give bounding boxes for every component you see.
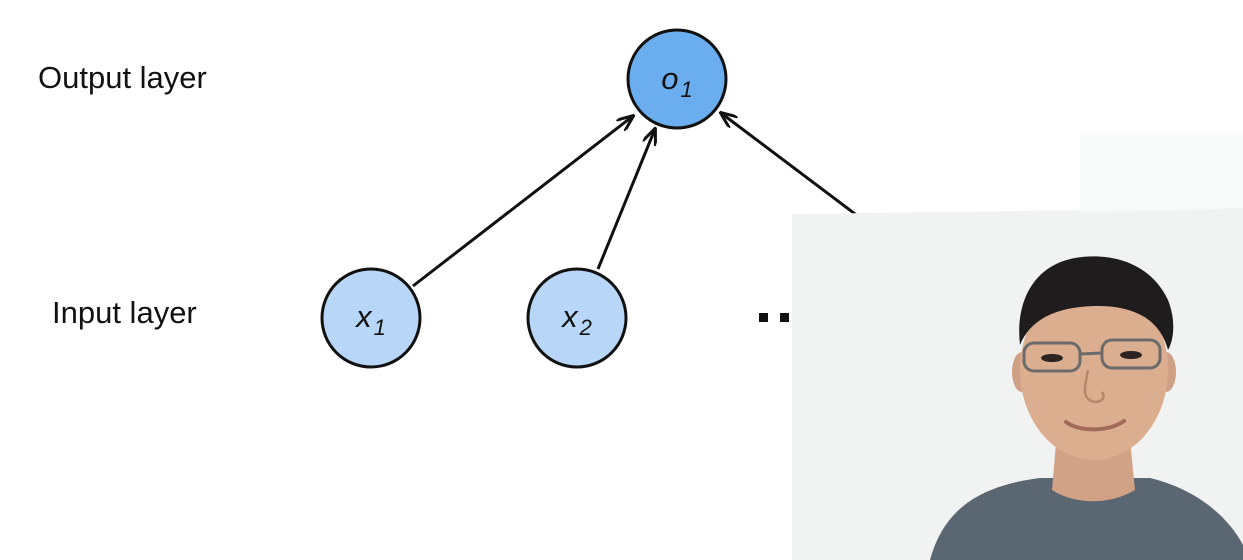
input-node-sub: 2 — [579, 315, 592, 340]
input-node-base: x — [354, 299, 373, 334]
ellipsis-dot — [759, 313, 768, 322]
output-layer-label: Output layer — [38, 60, 207, 95]
input-node-circle — [526, 267, 628, 369]
presenter-eye — [1041, 354, 1063, 362]
input-node-x1: x1 — [320, 267, 422, 369]
webcam-background-edge — [1080, 133, 1243, 214]
input-node-x2: x2 — [526, 267, 628, 369]
input-node-label: x2 — [560, 299, 592, 340]
output-node-circle — [626, 28, 728, 130]
glasses-left-lens — [1022, 341, 1082, 373]
ellipsis-dot — [780, 313, 789, 322]
presenter-hair — [1019, 256, 1174, 350]
presenter-nose — [1083, 369, 1105, 404]
presenter-face — [1020, 280, 1168, 460]
input-node-circle — [320, 267, 422, 369]
presenter-video-overlay — [792, 133, 1243, 560]
output-node-label: o1 — [661, 61, 693, 102]
input-node-label: x1 — [354, 299, 386, 340]
output-node-sub: 1 — [681, 77, 693, 102]
output-node-o1: o1 — [626, 28, 728, 130]
presenter-mouth — [1064, 419, 1126, 432]
input-node-sub: 1 — [374, 315, 386, 340]
glasses-bridge — [1079, 351, 1103, 356]
edge-x2-o1 — [596, 129, 655, 270]
edge-x1-o1 — [412, 116, 633, 288]
presenter-eye — [1120, 351, 1142, 359]
input-layer-label: Input layer — [52, 295, 197, 330]
output-node-base: o — [661, 61, 678, 96]
input-node-base: x — [560, 299, 579, 334]
presenter-shirt — [930, 478, 1243, 560]
